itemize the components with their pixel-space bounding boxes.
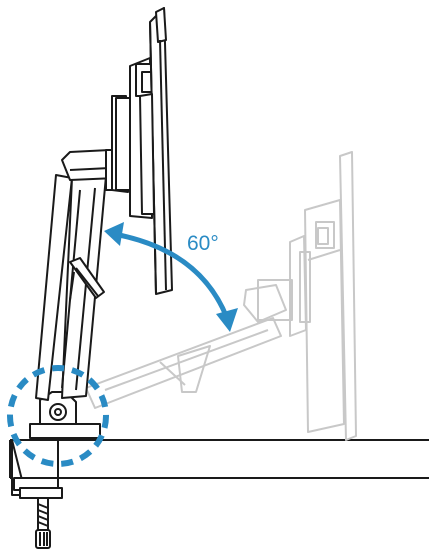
- pivot-highlight-circle: [7, 365, 109, 467]
- tilt-angle-label: 60°: [187, 232, 219, 255]
- desk-clamp: [11, 439, 63, 549]
- upright-arm: [35, 149, 117, 401]
- active-monitor: [105, 7, 173, 295]
- ghost-lowered-monitor: [85, 151, 357, 441]
- tilt-angle-arrow: [104, 222, 238, 332]
- arrow-head-upper: [104, 222, 124, 246]
- arrow-head-lower: [216, 308, 238, 332]
- desk: [9, 439, 429, 479]
